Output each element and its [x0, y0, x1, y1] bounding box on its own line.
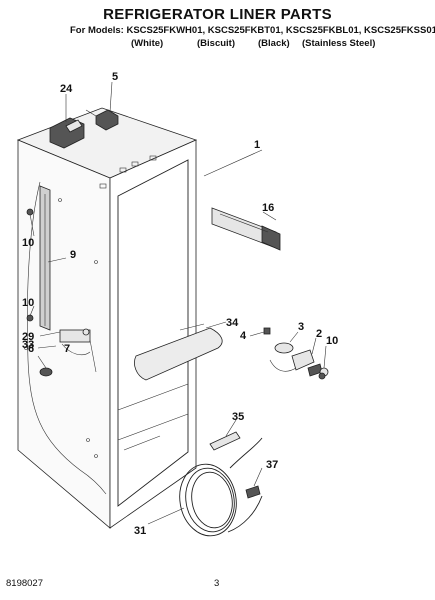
callout-29: 29 [22, 331, 34, 343]
page-number: 3 [214, 578, 220, 589]
callout-1: 1 [254, 139, 260, 151]
finish-biscuit: (Biscuit) [197, 38, 235, 49]
page-title: REFRIGERATOR LINER PARTS [103, 6, 332, 23]
callout-3: 3 [298, 321, 304, 333]
callout-10-right: 10 [326, 335, 338, 347]
callout-4: 4 [240, 330, 247, 342]
callout-2: 2 [316, 328, 322, 340]
callout-9: 9 [70, 249, 76, 261]
finish-stainless-steel: (Stainless Steel) [302, 38, 376, 49]
finish-black: (Black) [258, 38, 290, 49]
control-housing-part [49, 117, 85, 149]
insulator-part [209, 431, 241, 451]
vertical-rail-part [39, 185, 51, 331]
callout-5: 5 [112, 71, 118, 83]
shelf-bracket-part [211, 207, 281, 251]
callout-7: 7 [64, 343, 70, 355]
callout-33: 33 [22, 339, 34, 351]
callout-37: 37 [266, 459, 278, 471]
callout-6: 6 [28, 343, 34, 355]
finish-white: (White) [131, 38, 164, 49]
models-line: For Models: KSCS25FKWH01, KSCS25FKBT01, … [70, 25, 435, 36]
water-tubing-coil [179, 437, 263, 537]
callout-10-lower: 10 [22, 297, 34, 309]
screw-parts [26, 208, 326, 380]
callout-31: 31 [134, 525, 146, 537]
document-number: 8198027 [6, 578, 43, 589]
fitting-part [245, 485, 261, 499]
callout-35: 35 [232, 411, 244, 423]
thermostat-wiring-assembly [39, 328, 97, 377]
callout-16: 16 [262, 202, 274, 214]
lamp-socket-assembly [263, 327, 329, 377]
light-shield-part [134, 323, 223, 381]
callout-24: 24 [60, 83, 73, 95]
callout-34: 34 [226, 317, 239, 329]
callout-10-upper: 10 [22, 237, 34, 249]
switch-part [85, 109, 119, 131]
leader-lines [29, 81, 327, 525]
